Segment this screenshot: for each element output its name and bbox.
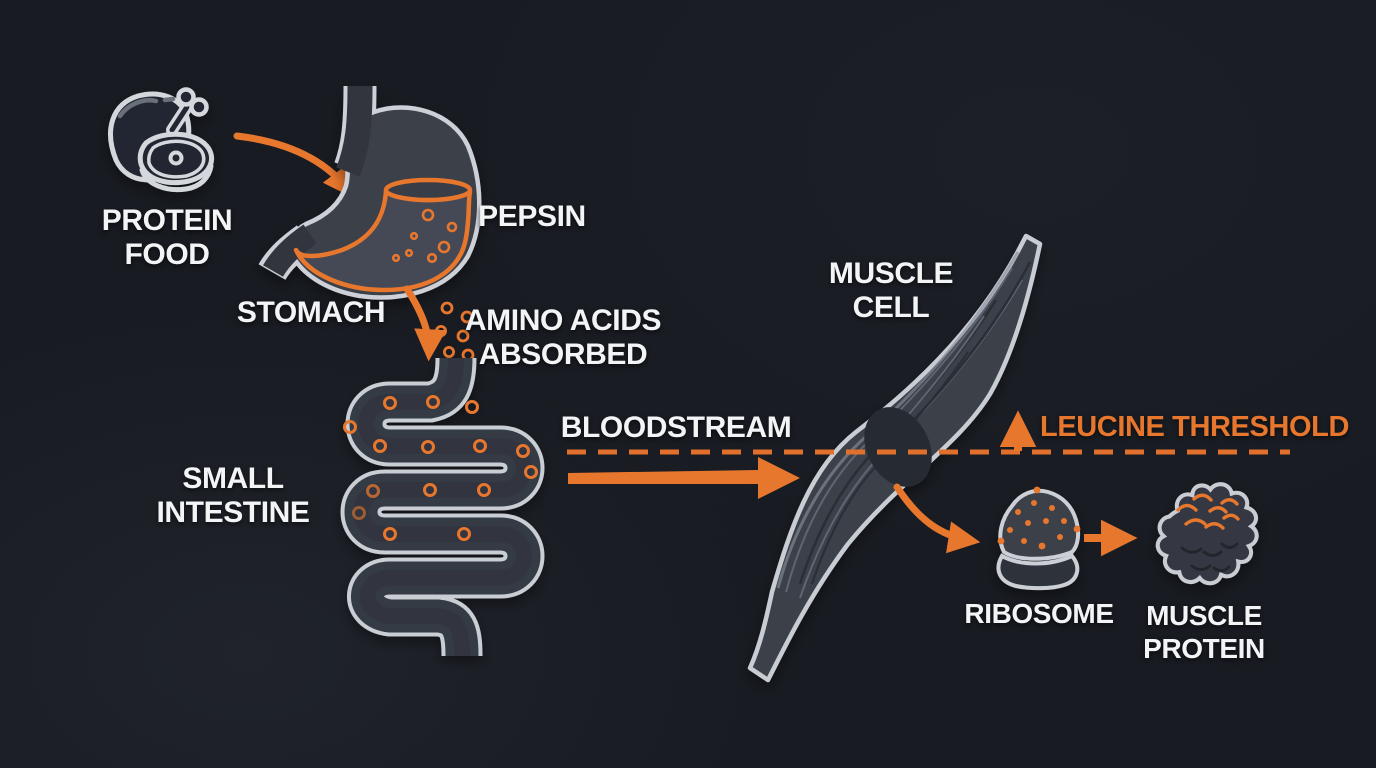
small-intestine-label: SMALL INTESTINE [156, 462, 309, 530]
ribosome-label: RIBOSOME [964, 597, 1114, 631]
protein-dark-coils [1180, 542, 1239, 573]
stomach-label-line1: STOMACH [236, 296, 386, 329]
arrow-bloodstream [568, 457, 800, 499]
steak-inner-line [147, 139, 206, 179]
bone-knob-1 [176, 87, 196, 107]
muscle-cell-icon [747, 233, 1043, 683]
stomach-particles [391, 208, 458, 264]
arrow-cell-to-ribosome [893, 483, 981, 554]
arrow-food-to-stomach [233, 132, 356, 199]
duodenum-interior [263, 224, 317, 278]
muscle-nucleus [864, 407, 932, 487]
small-intestine-label-line1: SMALL [182, 462, 284, 495]
leucine-threshold-label-line1: LEUCINE THRESHOLD [1040, 411, 1349, 443]
small-intestine-icon [340, 357, 545, 657]
bone-shaft [169, 104, 190, 133]
liquid-rim [383, 177, 473, 203]
ribosome-amino-dots [997, 486, 1081, 550]
pepsin-label-line1: PEPSIN [478, 200, 586, 233]
protein-food-label: PROTEIN FOOD [102, 204, 233, 272]
bone-knob-2 [189, 97, 209, 117]
protein-food-label-line2: FOOD [124, 238, 210, 271]
ribosome-icon [996, 486, 1081, 591]
amino-acid-dots-intestine [343, 395, 538, 541]
muscle-protein-label: MUSCLE PROTEIN [1143, 599, 1265, 665]
esophagus-interior [336, 85, 373, 177]
leucine-threshold-label: LEUCINE THRESHOLD [1040, 410, 1349, 444]
muscle-cell-label-line2: CELL [852, 291, 930, 324]
muscle-protein-label-line1: MUSCLE [1146, 600, 1262, 631]
protein-blob [1155, 482, 1259, 586]
steak-side [139, 163, 214, 193]
stomach-label: STOMACH [236, 296, 386, 330]
amino-acids-label-line2: ABSORBED [478, 338, 648, 371]
muscle-cell-label-line1: MUSCLE [828, 257, 954, 290]
protein-food-label-line1: PROTEIN [101, 204, 233, 237]
muscle-cell-label: MUSCLE CELL [828, 257, 954, 325]
ribosome-label-line1: RIBOSOME [964, 598, 1114, 629]
stomach-icon [258, 85, 482, 300]
ribosome-large-subunit [998, 488, 1081, 561]
arrow-stomach-to-intestine [403, 285, 447, 362]
small-intestine-label-line2: INTESTINE [156, 496, 310, 529]
ham-highlight [117, 98, 159, 119]
steak-eye [168, 150, 184, 166]
amino-acids-label-line1: AMINO ACIDS [464, 304, 662, 337]
muscle-protein-icon [1155, 482, 1259, 586]
bloodstream-label-line1: BLOODSTREAM [560, 411, 792, 444]
muscle-protein-label-line2: PROTEIN [1143, 633, 1265, 664]
protein-orange-coils [1176, 493, 1240, 530]
pepsin-label: PEPSIN [478, 200, 586, 234]
bloodstream-label: BLOODSTREAM [561, 411, 792, 445]
ham-highlight-2 [162, 96, 176, 103]
ribosome-small-subunit [996, 553, 1080, 591]
muscle-edge-highlight [776, 251, 1020, 589]
protein-food-icon [108, 87, 214, 193]
amino-acids-label: AMINO ACIDS ABSORBED [464, 304, 662, 372]
